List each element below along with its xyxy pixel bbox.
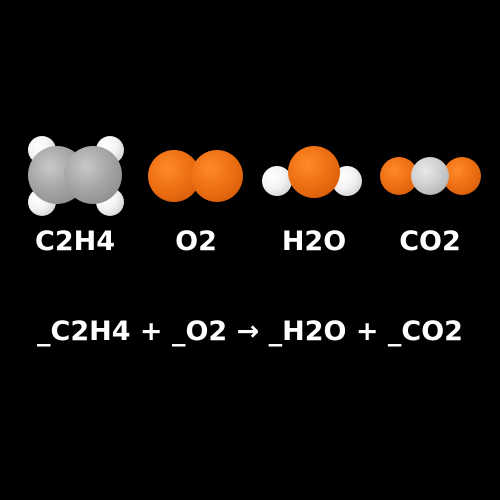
molecule-label-c2h4: C2H4 <box>35 226 115 257</box>
oxygen-atom <box>288 146 340 198</box>
carbon-atom <box>64 146 122 204</box>
oxygen-molecule-icon <box>148 148 244 204</box>
carbon-atom <box>411 157 449 195</box>
ethylene-molecule-icon <box>22 132 130 218</box>
oxygen-atom <box>443 157 481 195</box>
molecule-label-co2: CO2 <box>399 226 461 257</box>
carbon-dioxide-molecule-icon <box>378 152 484 200</box>
molecule-label-o2: O2 <box>175 226 217 257</box>
water-molecule-icon <box>260 144 368 204</box>
molecule-label-h2o: H2O <box>281 226 347 257</box>
oxygen-atom <box>191 150 243 202</box>
hydrogen-atom <box>262 166 292 196</box>
chemical-equation: _C2H4 + _O2 → _H2O + _CO2 <box>37 316 463 347</box>
